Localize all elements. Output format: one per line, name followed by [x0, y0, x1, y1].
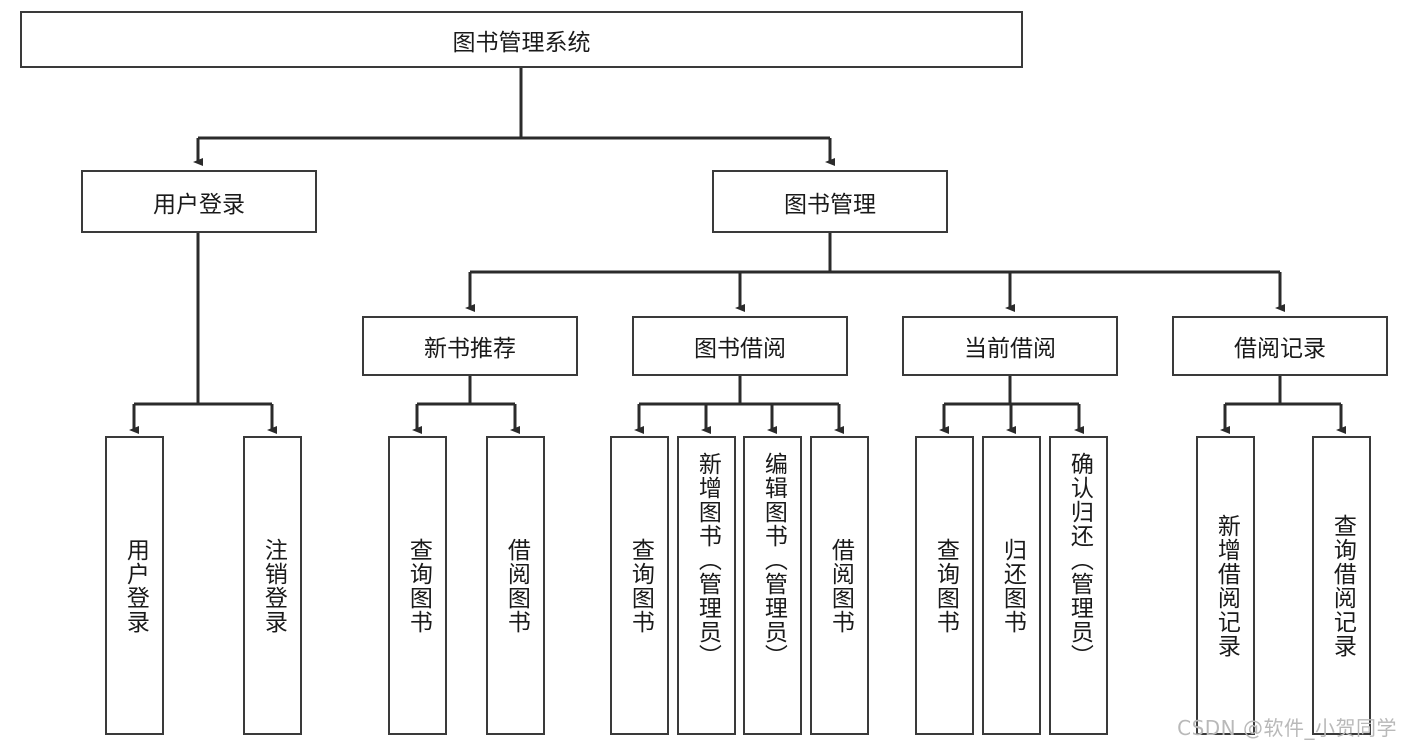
node-leaf-borrow-book-2[interactable]: 借阅图书 [810, 436, 869, 735]
node-leaf-query-book-1[interactable]: 查询图书 [388, 436, 447, 735]
node-leaf-query-book-3-label: 查询图书 [932, 537, 959, 634]
node-new-book-recommend-label: 新书推荐 [424, 336, 516, 362]
node-root[interactable]: 图书管理系统 [20, 11, 1023, 68]
node-leaf-add-book[interactable]: 新增图书（管理员） [677, 436, 736, 735]
node-book-borrow[interactable]: 图书借阅 [632, 316, 848, 376]
node-leaf-query-book-2-label: 查询图书 [627, 537, 654, 634]
node-leaf-return-book-label: 归还图书 [999, 537, 1026, 634]
node-leaf-user-login-label: 用户登录 [122, 537, 149, 634]
node-leaf-add-record-label: 新增借阅记录 [1213, 513, 1240, 658]
node-leaf-query-record-label: 查询借阅记录 [1329, 513, 1356, 658]
node-leaf-query-book-1-label: 查询图书 [405, 537, 432, 634]
node-leaf-edit-book-label: 编辑图书（管理员） [760, 452, 787, 668]
node-leaf-borrow-book-2-label: 借阅图书 [827, 537, 854, 634]
node-leaf-borrow-book-1-label: 借阅图书 [503, 537, 530, 634]
node-leaf-add-book-label: 新增图书（管理员） [694, 452, 721, 668]
node-leaf-confirm-return-label: 确认归还（管理员） [1066, 452, 1093, 668]
node-leaf-logout-login-label: 注销登录 [260, 537, 287, 634]
node-borrow-record[interactable]: 借阅记录 [1172, 316, 1388, 376]
node-leaf-add-record[interactable]: 新增借阅记录 [1196, 436, 1255, 735]
node-leaf-return-book[interactable]: 归还图书 [982, 436, 1041, 735]
node-book-borrow-label: 图书借阅 [694, 336, 786, 362]
node-user-login-label: 用户登录 [153, 191, 245, 218]
node-leaf-confirm-return[interactable]: 确认归还（管理员） [1049, 436, 1108, 735]
node-current-borrow-label: 当前借阅 [964, 336, 1056, 362]
node-leaf-edit-book[interactable]: 编辑图书（管理员） [743, 436, 802, 735]
node-leaf-logout-login[interactable]: 注销登录 [243, 436, 302, 735]
csdn-watermark: CSDN @软件_小贺同学 [1177, 716, 1397, 740]
node-root-label: 图书管理系统 [452, 29, 591, 56]
node-book-management-label: 图书管理 [784, 191, 876, 218]
node-leaf-query-record[interactable]: 查询借阅记录 [1312, 436, 1371, 735]
node-borrow-record-label: 借阅记录 [1234, 336, 1326, 362]
node-leaf-query-book-2[interactable]: 查询图书 [610, 436, 669, 735]
node-current-borrow[interactable]: 当前借阅 [902, 316, 1118, 376]
node-user-login[interactable]: 用户登录 [81, 170, 317, 233]
node-new-book-recommend[interactable]: 新书推荐 [362, 316, 578, 376]
node-leaf-query-book-3[interactable]: 查询图书 [915, 436, 974, 735]
node-book-management[interactable]: 图书管理 [712, 170, 948, 233]
node-leaf-borrow-book-1[interactable]: 借阅图书 [486, 436, 545, 735]
node-leaf-user-login[interactable]: 用户登录 [105, 436, 164, 735]
